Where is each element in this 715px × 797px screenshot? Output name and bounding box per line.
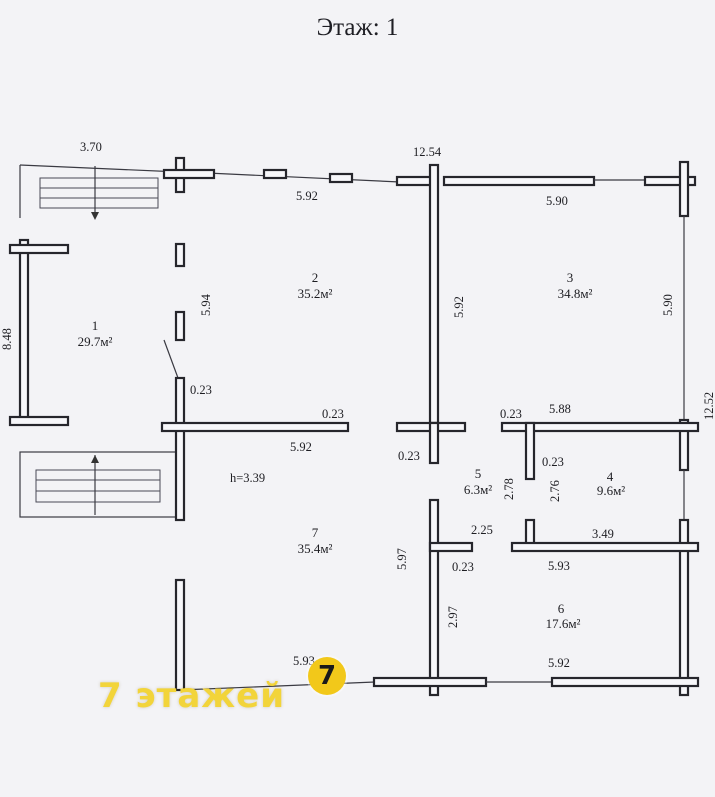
dim-porch-width: 3.70 <box>80 140 102 154</box>
room-1-area: 29.7м² <box>78 334 113 349</box>
room-4-area: 9.6м² <box>597 483 625 498</box>
dim-room6-side: 2.97 <box>446 606 460 628</box>
dim-room7-top: 5.92 <box>290 440 312 454</box>
dim-wall-a: 0.23 <box>190 383 212 397</box>
room-7-area: 35.4м² <box>298 541 333 556</box>
walls <box>160 156 700 697</box>
dim-room2-divider: 5.92 <box>452 296 466 318</box>
room-7-number: 7 <box>312 525 319 540</box>
dim-wall-e: 0.23 <box>542 455 564 469</box>
dim-room2-side: 5.94 <box>199 293 213 316</box>
dim-room7-bottom: 5.93 <box>293 654 315 668</box>
dim-room5-left: 2.78 <box>502 478 516 500</box>
room-4-number: 4 <box>607 469 614 484</box>
dim-room4-top: 5.88 <box>549 402 571 416</box>
dim-left-depth: 8.48 <box>0 328 14 350</box>
room-5-number: 5 <box>475 466 482 481</box>
dim-room3-side: 5.90 <box>661 294 675 316</box>
dim-room7-side: 5.97 <box>395 548 409 570</box>
room-1-number: 1 <box>92 318 99 333</box>
dim-right-depth: 12.52 <box>702 392 715 420</box>
dim-room5-bottom: 2.25 <box>471 523 493 537</box>
dim-wall-b: 0.23 <box>322 407 344 421</box>
room-3-number: 3 <box>567 270 574 285</box>
dim-wall-f: 0.23 <box>452 560 474 574</box>
watermark-text: 7 этажей <box>98 676 286 716</box>
dim-room5-right: 2.76 <box>548 480 562 502</box>
ceiling-height: h=3.39 <box>230 471 265 485</box>
veranda-wall <box>8 238 179 427</box>
logo-badge: 7 <box>308 657 346 695</box>
room-6-number: 6 <box>558 601 565 616</box>
room-6-area: 17.6м² <box>546 616 581 631</box>
room-5-area: 6.3м² <box>464 482 492 497</box>
dim-room6-bottom: 5.92 <box>548 656 570 670</box>
page-title: Этаж: 1 <box>316 14 399 41</box>
dim-wall-d: 0.23 <box>500 407 522 421</box>
dim-wall-c: 0.23 <box>398 449 420 463</box>
dim-room3-top: 5.90 <box>546 194 568 208</box>
dim-total-length: 12.54 <box>413 145 442 159</box>
dimension-labels: 3.70 12.54 8.48 12.52 5.92 5.94 5.90 5.9… <box>0 140 715 670</box>
room-2-area: 35.2м² <box>298 286 333 301</box>
porch-top <box>19 164 181 220</box>
dim-room2-top: 5.92 <box>296 189 318 203</box>
porch-bottom <box>19 451 179 518</box>
room-3-area: 34.8м² <box>558 286 593 301</box>
dim-room4-bottom: 3.49 <box>592 527 614 541</box>
room-2-number: 2 <box>312 270 319 285</box>
dim-room6-top: 5.93 <box>548 559 570 573</box>
room-labels: 1 29.7м² 2 35.2м² 3 34.8м² 4 9.6м² 5 6.3… <box>78 270 626 631</box>
